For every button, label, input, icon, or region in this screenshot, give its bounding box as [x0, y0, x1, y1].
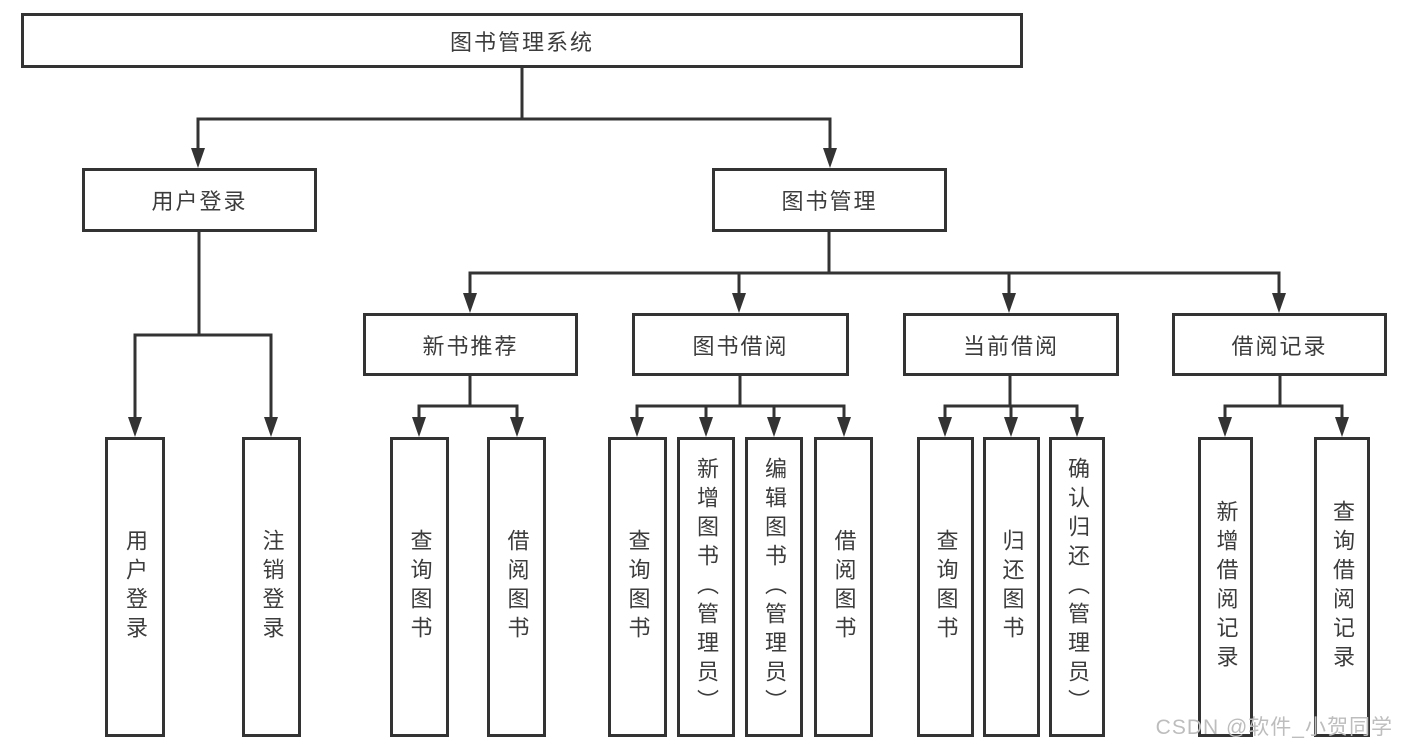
- node-current-borrowing: 当前借阅: [903, 313, 1119, 376]
- connector-new-book-recommend-to-children: [412, 376, 524, 437]
- connector-book-borrowing-to-children: [630, 376, 851, 437]
- leaf-borrow-books-recommend: 借阅图书: [487, 437, 546, 737]
- node-book-borrowing: 图书借阅: [632, 313, 849, 376]
- node-new-book-recommend-label: 新书推荐: [422, 333, 519, 359]
- connector-root-to-level2: [191, 68, 837, 168]
- leaf-logout: 注销登录: [242, 437, 301, 737]
- leaf-add-books-admin: 新增图书（管理员）: [677, 437, 735, 737]
- connector-user-login-to-children: [128, 232, 278, 437]
- watermark: CSDN @软件_小贺同学: [1155, 716, 1393, 739]
- node-borrowing-records: 借阅记录: [1172, 313, 1387, 376]
- node-user-login-label: 用户登录: [151, 189, 248, 214]
- leaf-user-login: 用户登录: [105, 437, 165, 737]
- leaf-confirm-return-admin-label: 确认归还（管理员）: [1065, 456, 1090, 718]
- connector-current-borrowing-to-children: [938, 376, 1084, 437]
- leaf-edit-books-admin-label: 编辑图书（管理员）: [762, 456, 787, 718]
- leaf-logout-label: 注销登录: [259, 529, 285, 645]
- leaf-borrow-books-recommend-label: 借阅图书: [504, 529, 530, 645]
- leaf-add-borrow-record-label: 新增借阅记录: [1213, 500, 1239, 674]
- leaf-query-borrow-record: 查询借阅记录: [1314, 437, 1370, 737]
- connector-borrowing-records-to-children: [1218, 376, 1349, 437]
- leaf-add-borrow-record: 新增借阅记录: [1198, 437, 1253, 737]
- node-borrowing-records-label: 借阅记录: [1231, 333, 1328, 359]
- node-book-management-label: 图书管理: [781, 189, 878, 214]
- connector-book-management-to-level3: [463, 232, 1286, 313]
- node-user-login: 用户登录: [82, 168, 317, 232]
- leaf-confirm-return-admin: 确认归还（管理员）: [1049, 437, 1105, 737]
- node-book-borrowing-label: 图书借阅: [692, 333, 789, 359]
- leaf-query-books-recommend: 查询图书: [390, 437, 449, 737]
- leaf-query-books-borrowing: 查询图书: [608, 437, 667, 737]
- leaf-return-books-label: 归还图书: [999, 529, 1025, 645]
- leaf-return-books: 归还图书: [983, 437, 1040, 737]
- leaf-borrow-books-borrowing-label: 借阅图书: [831, 529, 857, 645]
- leaf-query-books-current: 查询图书: [917, 437, 974, 737]
- leaf-add-books-admin-label: 新增图书（管理员）: [694, 456, 719, 718]
- leaf-query-books-current-label: 查询图书: [933, 529, 959, 645]
- node-new-book-recommend: 新书推荐: [363, 313, 578, 376]
- leaf-edit-books-admin: 编辑图书（管理员）: [745, 437, 803, 737]
- node-current-borrowing-label: 当前借阅: [962, 333, 1059, 359]
- leaf-query-books-borrowing-label: 查询图书: [625, 529, 651, 645]
- node-book-management: 图书管理: [712, 168, 947, 232]
- leaf-user-login-label: 用户登录: [123, 529, 148, 645]
- leaf-query-borrow-record-label: 查询借阅记录: [1330, 500, 1355, 674]
- leaf-query-books-recommend-label: 查询图书: [407, 529, 433, 645]
- node-root-system-label: 图书管理系统: [449, 29, 594, 55]
- leaf-borrow-books-borrowing: 借阅图书: [814, 437, 873, 737]
- node-root-system: 图书管理系统: [21, 13, 1023, 68]
